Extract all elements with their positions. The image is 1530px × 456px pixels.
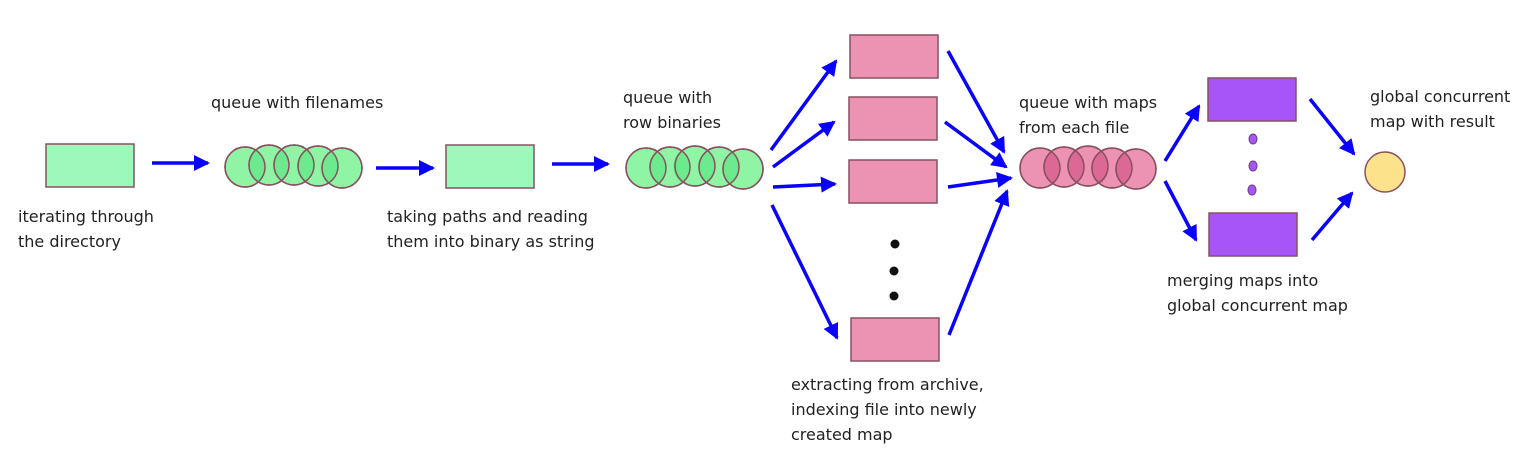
global-map-node xyxy=(1364,151,1406,193)
arrow-merger-n-to-result xyxy=(1310,191,1354,242)
binaries-queue xyxy=(625,145,764,190)
extractor-box-2 xyxy=(848,96,938,141)
label-merging-line-1: merging maps into xyxy=(1167,271,1319,290)
label-queue-maps-line-2: from each file xyxy=(1019,118,1130,137)
maps-queue xyxy=(1019,145,1157,190)
arrow-extractor-1-to-maps xyxy=(946,50,1006,154)
arrow-extractor-2-to-maps xyxy=(943,120,1008,169)
label-iterating-line-1: iterating through xyxy=(18,207,154,226)
merger-box-1 xyxy=(1207,77,1297,122)
path-reader-box xyxy=(445,144,535,189)
arrow-binaries-to-extractor-1 xyxy=(769,59,838,152)
arrow-binaries-to-extractor-n xyxy=(770,204,839,340)
label-queue-filenames: queue with filenames xyxy=(211,90,383,115)
label-global-map: global concurrent map with result xyxy=(1370,84,1510,134)
label-extracting-line-2: indexing file into newly xyxy=(791,400,977,419)
extractor-box-1 xyxy=(849,34,939,79)
label-taking-paths: taking paths and reading them into binar… xyxy=(387,204,595,254)
filenames-queue xyxy=(224,144,363,189)
label-queue-binaries: queue with row binaries xyxy=(623,85,721,135)
label-queue-maps: queue with maps from each file xyxy=(1019,90,1157,140)
label-global-map-line-2: map with result xyxy=(1370,112,1495,131)
label-queue-binaries-line-1: queue with xyxy=(623,88,713,107)
label-merging-line-2: global concurrent map xyxy=(1167,296,1348,315)
label-extracting-line-1: extracting from archive, xyxy=(791,375,984,394)
label-taking-paths-line-2: them into binary as string xyxy=(387,232,595,251)
extractor-ellipsis xyxy=(889,239,900,301)
label-extracting: extracting from archive, indexing file i… xyxy=(791,372,984,447)
label-queue-maps-line-1: queue with maps xyxy=(1019,93,1158,112)
extractor-box-n xyxy=(850,317,940,362)
arrow-extractor-3-to-maps xyxy=(947,172,1013,189)
label-queue-filenames-line-1: queue with filenames xyxy=(211,93,384,112)
extractor-box-3 xyxy=(848,159,938,204)
directory-iterator-box xyxy=(45,143,135,188)
arrow-merger-1-to-result xyxy=(1308,97,1356,156)
arrow-binaries-to-extractor-3 xyxy=(772,176,837,193)
label-extracting-line-3: created map xyxy=(791,425,893,444)
label-global-map-line-1: global concurrent xyxy=(1370,87,1511,106)
label-iterating: iterating through the directory xyxy=(18,204,154,254)
arrow-maps-to-merger-n xyxy=(1163,180,1198,242)
arrow-extractor-n-to-maps xyxy=(947,189,1010,336)
label-taking-paths-line-1: taking paths and reading xyxy=(387,207,588,226)
merger-ellipsis xyxy=(1247,133,1258,196)
arrow-binaries-to-extractor-2 xyxy=(771,120,836,169)
merger-box-n xyxy=(1208,212,1298,257)
label-iterating-line-2: the directory xyxy=(18,232,121,251)
label-queue-binaries-line-2: row binaries xyxy=(623,113,721,132)
label-merging: merging maps into global concurrent map xyxy=(1167,268,1348,318)
arrow-maps-to-merger-1 xyxy=(1163,104,1201,162)
